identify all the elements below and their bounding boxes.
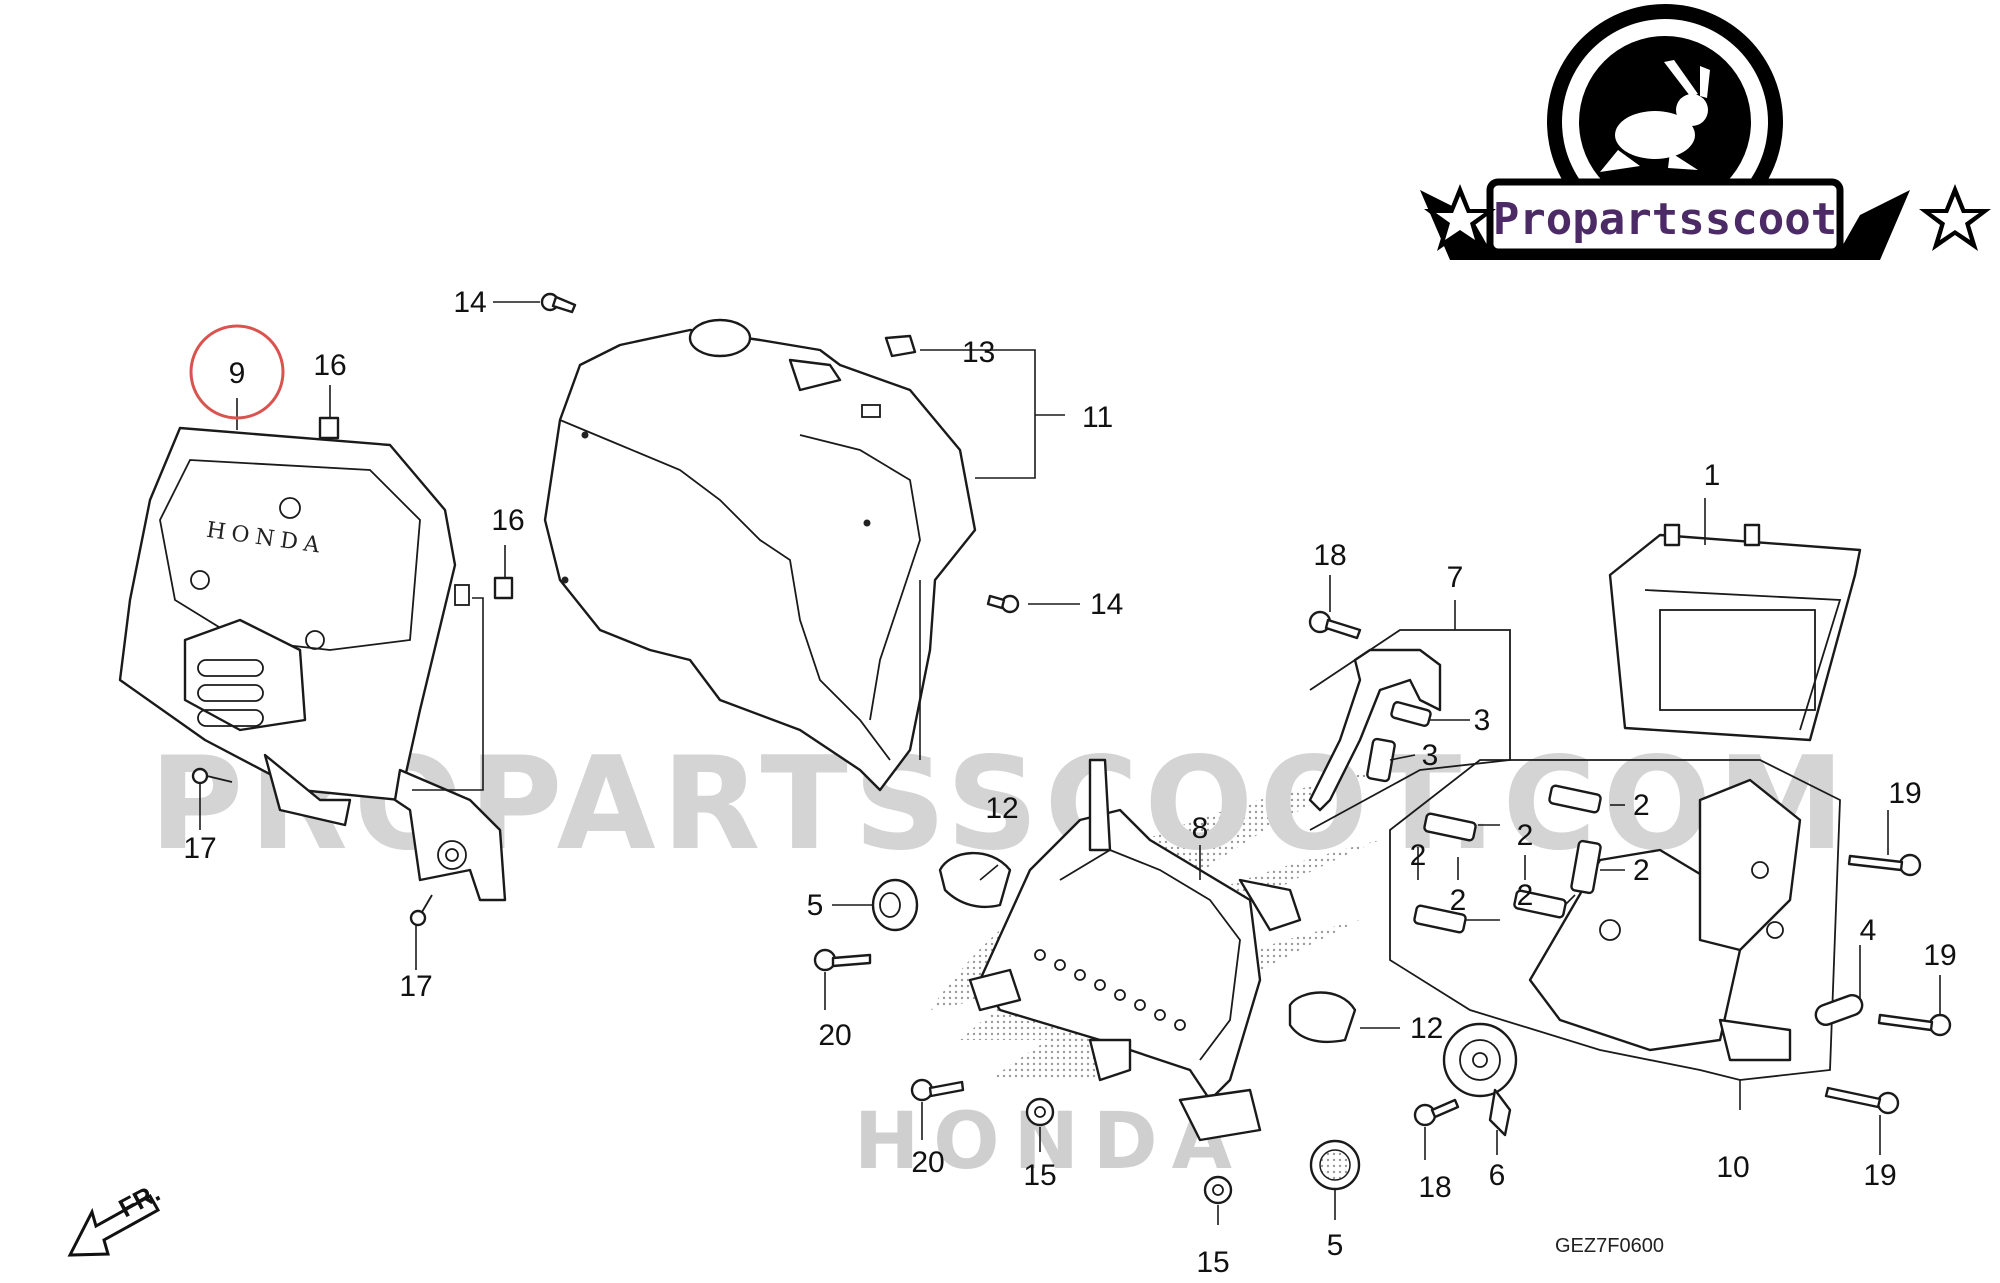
callout-9: 9 [229,357,246,390]
rabbit-icon [1600,60,1710,172]
callout-4: 4 [1860,914,1877,947]
callout-2-f: 2 [1517,879,1534,912]
rubber-part-3 [1366,701,1432,783]
callout-2-e: 2 [1517,819,1534,852]
callout-19-top: 19 [1888,777,1921,810]
main-bracket-part-8 [968,758,1302,1142]
bolt-19-top [1847,853,1922,877]
callout-11: 11 [1082,401,1113,434]
leader-lines [199,301,1941,1225]
holder-part-7 [1308,629,1511,831]
callout-5-left: 5 [807,889,824,922]
front-cover-part-9: HONDA [118,426,457,827]
callout-14-mid: 14 [1090,588,1123,621]
band-part-4 [1814,994,1864,1026]
callout-10: 10 [1716,1151,1749,1184]
bolt-19-mid [1877,1013,1952,1037]
bolt-19-lower [1824,1086,1900,1115]
bolt-20-lower [910,1078,965,1102]
callout-14-top: 14 [453,286,486,319]
grommet-part-5 [871,878,1361,1191]
callout-17-lower: 17 [399,970,432,1003]
callout-18-top: 18 [1313,539,1346,572]
callout-19-mid: 19 [1923,939,1956,972]
nut-16-mid [493,576,514,600]
callout-1: 1 [1704,459,1721,492]
callout-2-d: 2 [1450,884,1467,917]
bolt-14-top [540,292,577,314]
callout-8: 8 [1192,812,1209,845]
front-direction-arrow: FR. [67,1177,165,1257]
callout-16-top: 16 [313,349,346,382]
nut-15-mid [1025,1097,1055,1127]
diagram-code: GEZ7F0600 [1555,1235,1664,1257]
bolt-18-lower [1413,1098,1460,1127]
fasteners [191,292,1952,1205]
callout-2-a: 2 [1633,789,1650,822]
callout-numbers: 9 16 16 14 14 13 11 17 17 1 18 7 3 3 12 … [183,286,1956,1279]
callout-15-mid: 15 [1023,1159,1056,1192]
propartsscoot-logo: Propartsscoot [1420,4,1991,260]
callout-5-lower: 5 [1327,1229,1344,1262]
rubber-pads-part-2 [1413,784,1602,934]
callout-15-lower: 15 [1196,1246,1229,1279]
callout-16-mid: 16 [491,504,524,537]
callout-2-b: 2 [1633,854,1650,887]
brand-name: Propartsscoot [1493,194,1837,245]
callout-3-top: 3 [1474,704,1491,737]
callout-12-top: 12 [985,792,1018,825]
screw-17-lower [409,894,433,927]
clamp-part-12 [938,851,1357,1044]
callout-6: 6 [1489,1159,1506,1192]
callout-3-lower: 3 [1422,739,1439,772]
callout-19-lower: 19 [1863,1159,1896,1192]
bolt-14-mid [986,594,1020,614]
battery-stay-part-10 [1389,759,1841,1110]
highlight-circle [189,324,285,420]
inner-cover-part-11 [543,318,977,792]
right-star-icon [1919,184,1991,251]
horn-part-6 [1442,1022,1518,1137]
callout-17-left: 17 [183,832,216,865]
nut-15-lower [1203,1175,1233,1205]
callout-13: 13 [962,336,995,369]
nut-16-top [318,416,340,440]
cover-bracket [393,584,507,902]
callout-2-c: 2 [1410,839,1427,872]
clip-13 [884,334,917,358]
callout-20-top: 20 [818,1019,851,1052]
bolt-20-top [813,948,872,972]
callout-20-lower: 20 [911,1146,944,1179]
callout-7: 7 [1447,561,1464,594]
battery-part-1 [1608,523,1862,742]
callout-12-mid: 12 [1410,1012,1443,1045]
callout-18-lower: 18 [1418,1171,1451,1204]
left-star-icon [1424,184,1496,251]
bolt-18-top [1308,610,1362,640]
